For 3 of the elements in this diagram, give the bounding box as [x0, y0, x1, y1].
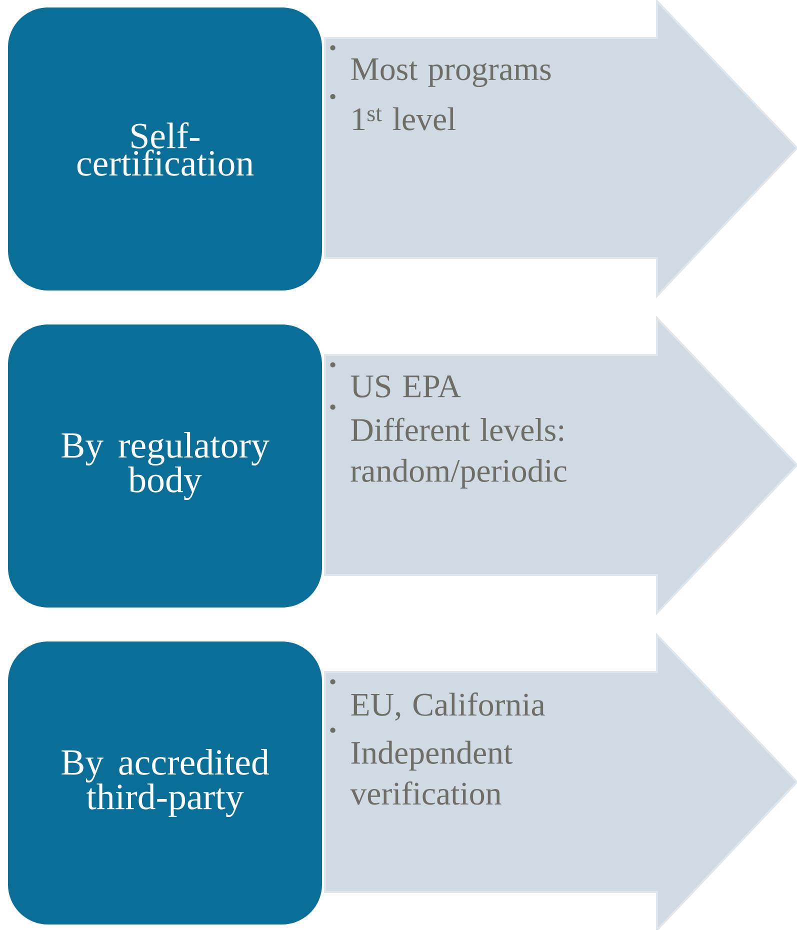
rounded-box: Self-certification [8, 8, 322, 290]
rounded-box: By accredited third-party [8, 642, 322, 924]
rounded-box: By regulatory body [8, 324, 322, 608]
